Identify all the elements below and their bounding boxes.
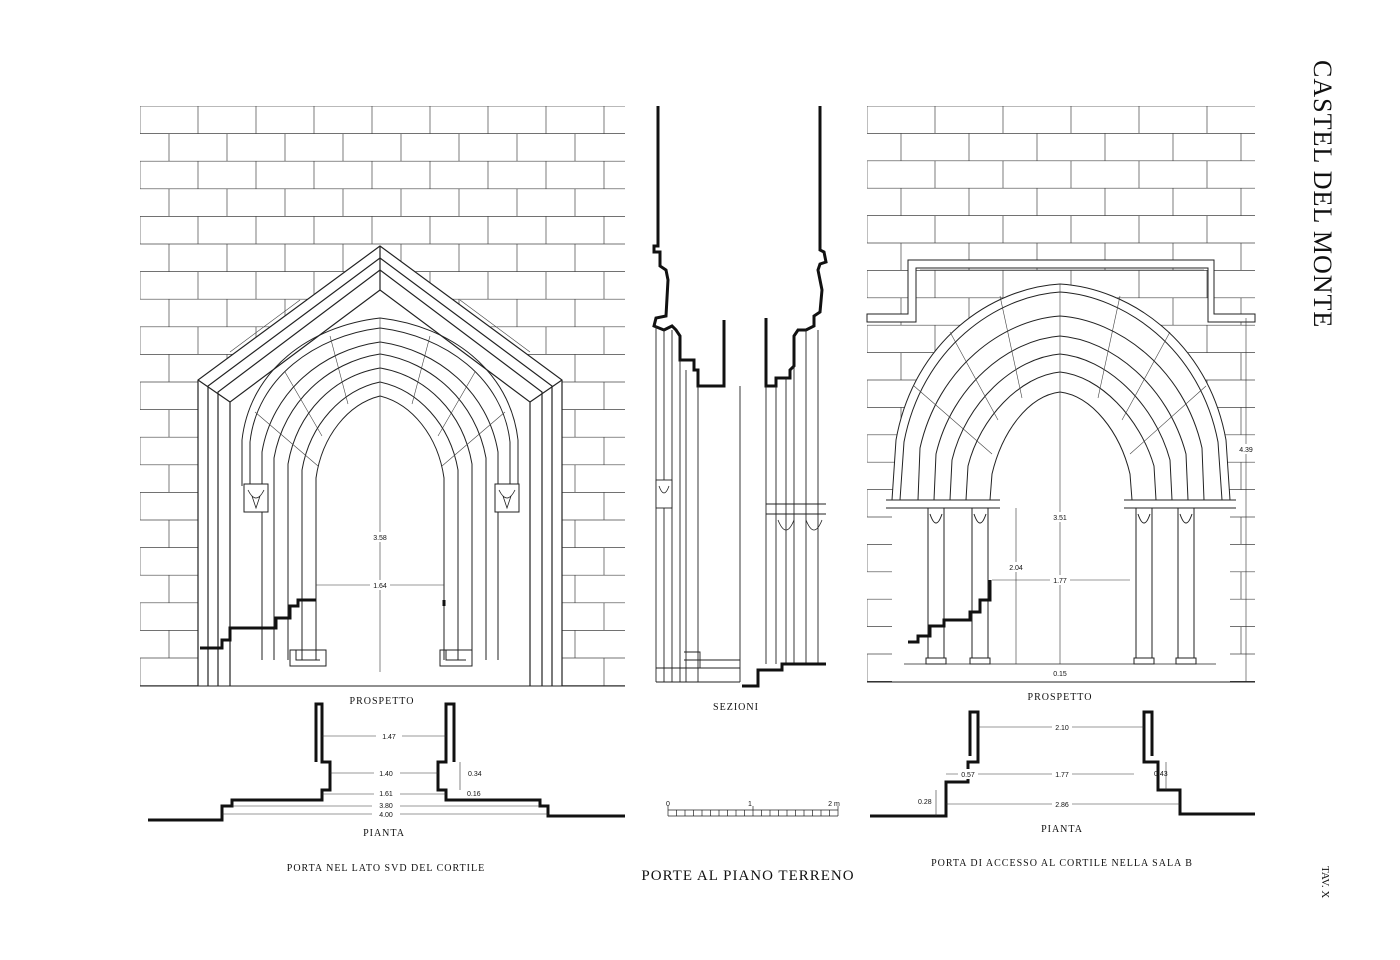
scale-tick-1: 1 xyxy=(748,801,752,808)
left-door-plan: 1.47 1.40 0.34 0.16 1.61 3.80 4.00 PIANT… xyxy=(148,702,625,874)
door-sections: SEZIONI xyxy=(652,106,828,713)
left-plan-dim-step: 0.16 xyxy=(467,791,481,798)
left-elevation-dimensions: 3.58 1.64 xyxy=(316,396,444,672)
plate-number: TAV. X xyxy=(1319,866,1331,898)
right-elevation-label: PROSPETTO xyxy=(1028,692,1093,703)
left-elevation-label: PROSPETTO xyxy=(350,696,415,707)
left-plan-dim-jamb: 0.34 xyxy=(468,771,482,778)
left-plan-label: PIANTA xyxy=(363,828,405,839)
left-door-caption: PORTA NEL LATO SVD DEL CORTILE xyxy=(287,863,485,874)
left-width-dim: 1.64 xyxy=(373,583,387,590)
right-plan-dim-bottom: 2.86 xyxy=(1055,802,1069,809)
vertical-plate-title: CASTEL DEL MONTE xyxy=(1308,60,1337,328)
right-width-dim: 1.77 xyxy=(1053,578,1067,585)
left-plan-dim-1: 1.61 xyxy=(379,791,393,798)
right-elevation-dimensions: 3.51 2.04 1.77 0.15 4.39 xyxy=(992,318,1256,682)
left-door-elevation: 3.58 1.64 PROSPETTO xyxy=(140,106,625,707)
scale-tick-2: 2 m xyxy=(828,801,840,808)
right-plan-dim-jamb: 0.43 xyxy=(1154,771,1168,778)
right-door-caption: PORTA DI ACCESSO AL CORTILE NELLA SALA B xyxy=(931,858,1193,869)
left-plan-dim-3: 4.00 xyxy=(379,812,393,819)
plate-title: PORTE AL PIANO TERRENO xyxy=(641,868,854,884)
right-total-height-dim: 4.39 xyxy=(1239,447,1253,454)
right-sill-dim: 0.15 xyxy=(1053,671,1067,678)
right-door-plan: 2.10 1.77 0.57 0.43 0.28 2.86 PIANTA POR… xyxy=(870,710,1255,869)
right-jamb-height-dim: 2.04 xyxy=(1009,565,1023,572)
right-plan-dim-side: 0.57 xyxy=(961,772,975,779)
right-plan-dim-top: 2.10 xyxy=(1055,725,1069,732)
scale-bar: 0 1 2 m xyxy=(666,801,840,817)
left-portal-opening xyxy=(140,245,625,687)
right-door-elevation: 3.51 2.04 1.77 0.15 4.39 PROSPETTO xyxy=(866,106,1256,703)
right-plan-label: PIANTA xyxy=(1041,824,1083,835)
right-portal-opening xyxy=(866,259,1256,686)
sections-label: SEZIONI xyxy=(713,702,759,713)
left-plan-dim-inner: 1.47 xyxy=(382,734,396,741)
right-plan-dim-step: 0.28 xyxy=(918,799,932,806)
left-height-dim: 3.58 xyxy=(373,535,387,542)
scale-tick-0: 0 xyxy=(666,801,670,808)
right-arch-height-dim: 3.51 xyxy=(1053,515,1067,522)
left-plan-dim-mid: 1.40 xyxy=(379,771,393,778)
left-plan-dim-2: 3.80 xyxy=(379,803,393,810)
right-plan-dim-mid: 1.77 xyxy=(1055,772,1069,779)
